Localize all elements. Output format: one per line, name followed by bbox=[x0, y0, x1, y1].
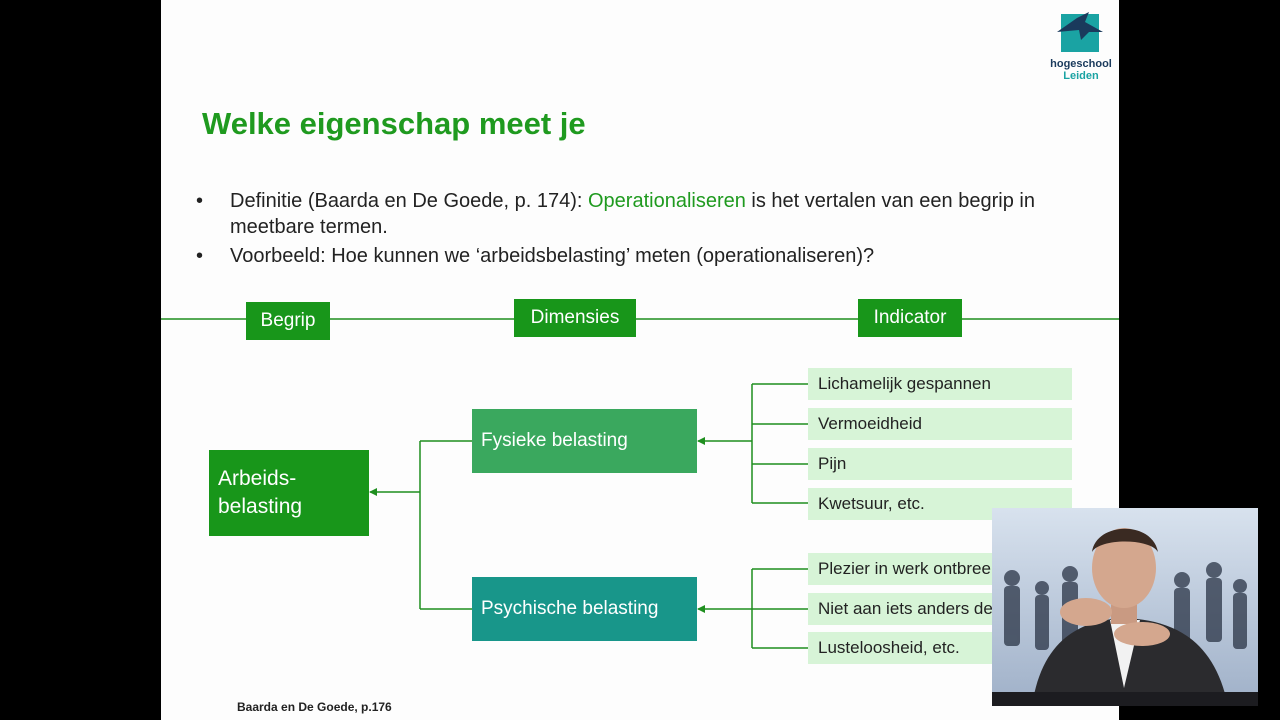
bullet-list: • Definitie (Baarda en De Goede, p. 174)… bbox=[196, 188, 1056, 272]
bullet-dot: • bbox=[196, 245, 204, 267]
hogeschool-leiden-logo: hogeschool Leiden bbox=[1045, 10, 1117, 90]
bullet-example: • Voorbeeld: Hoe kunnen we ‘arbeidsbelas… bbox=[196, 243, 1056, 269]
bullet-definition: • Definitie (Baarda en De Goede, p. 174)… bbox=[196, 188, 1056, 240]
slide-title: Welke eigenschap meet je bbox=[202, 106, 586, 141]
header-indicator: Indicator bbox=[858, 299, 962, 337]
logo-line-2: Leiden bbox=[1063, 70, 1099, 82]
dimension-psychisch: Psychische belasting bbox=[472, 577, 697, 641]
definition-suffix: is het vertalen van een begrip in meetba… bbox=[230, 190, 1035, 238]
indicator-fysiek-2: Vermoeidheid bbox=[808, 408, 1072, 440]
presenter-video-icon bbox=[992, 508, 1258, 706]
concept-line-2: belasting bbox=[218, 495, 303, 518]
definition-highlight: Operationaliseren bbox=[588, 190, 746, 212]
indicator-fysiek-1: Lichamelijk gespannen bbox=[808, 368, 1072, 400]
example-text: Voorbeeld: Hoe kunnen we ‘arbeidsbelasti… bbox=[230, 245, 875, 267]
header-dimensies: Dimensies bbox=[514, 299, 636, 337]
indicator-fysiek-4: Kwetsuur, etc. bbox=[808, 488, 1072, 520]
bird-logo-icon bbox=[1057, 12, 1103, 52]
presenter-webcam-overlay bbox=[992, 508, 1258, 706]
indicator-fysiek-3: Pijn bbox=[808, 448, 1072, 480]
concept-line-1: Arbeids- bbox=[218, 467, 297, 490]
bullet-dot: • bbox=[196, 190, 204, 212]
concept-box: Arbeids- belasting bbox=[209, 450, 369, 536]
footer-citation: Baarda en De Goede, p.176 bbox=[237, 700, 392, 714]
definition-prefix: Definitie (Baarda en De Goede, p. 174): bbox=[230, 190, 588, 212]
logo-line-1: hogeschool bbox=[1050, 58, 1112, 70]
header-begrip: Begrip bbox=[246, 302, 330, 340]
dimension-fysiek: Fysieke belasting bbox=[472, 409, 697, 473]
